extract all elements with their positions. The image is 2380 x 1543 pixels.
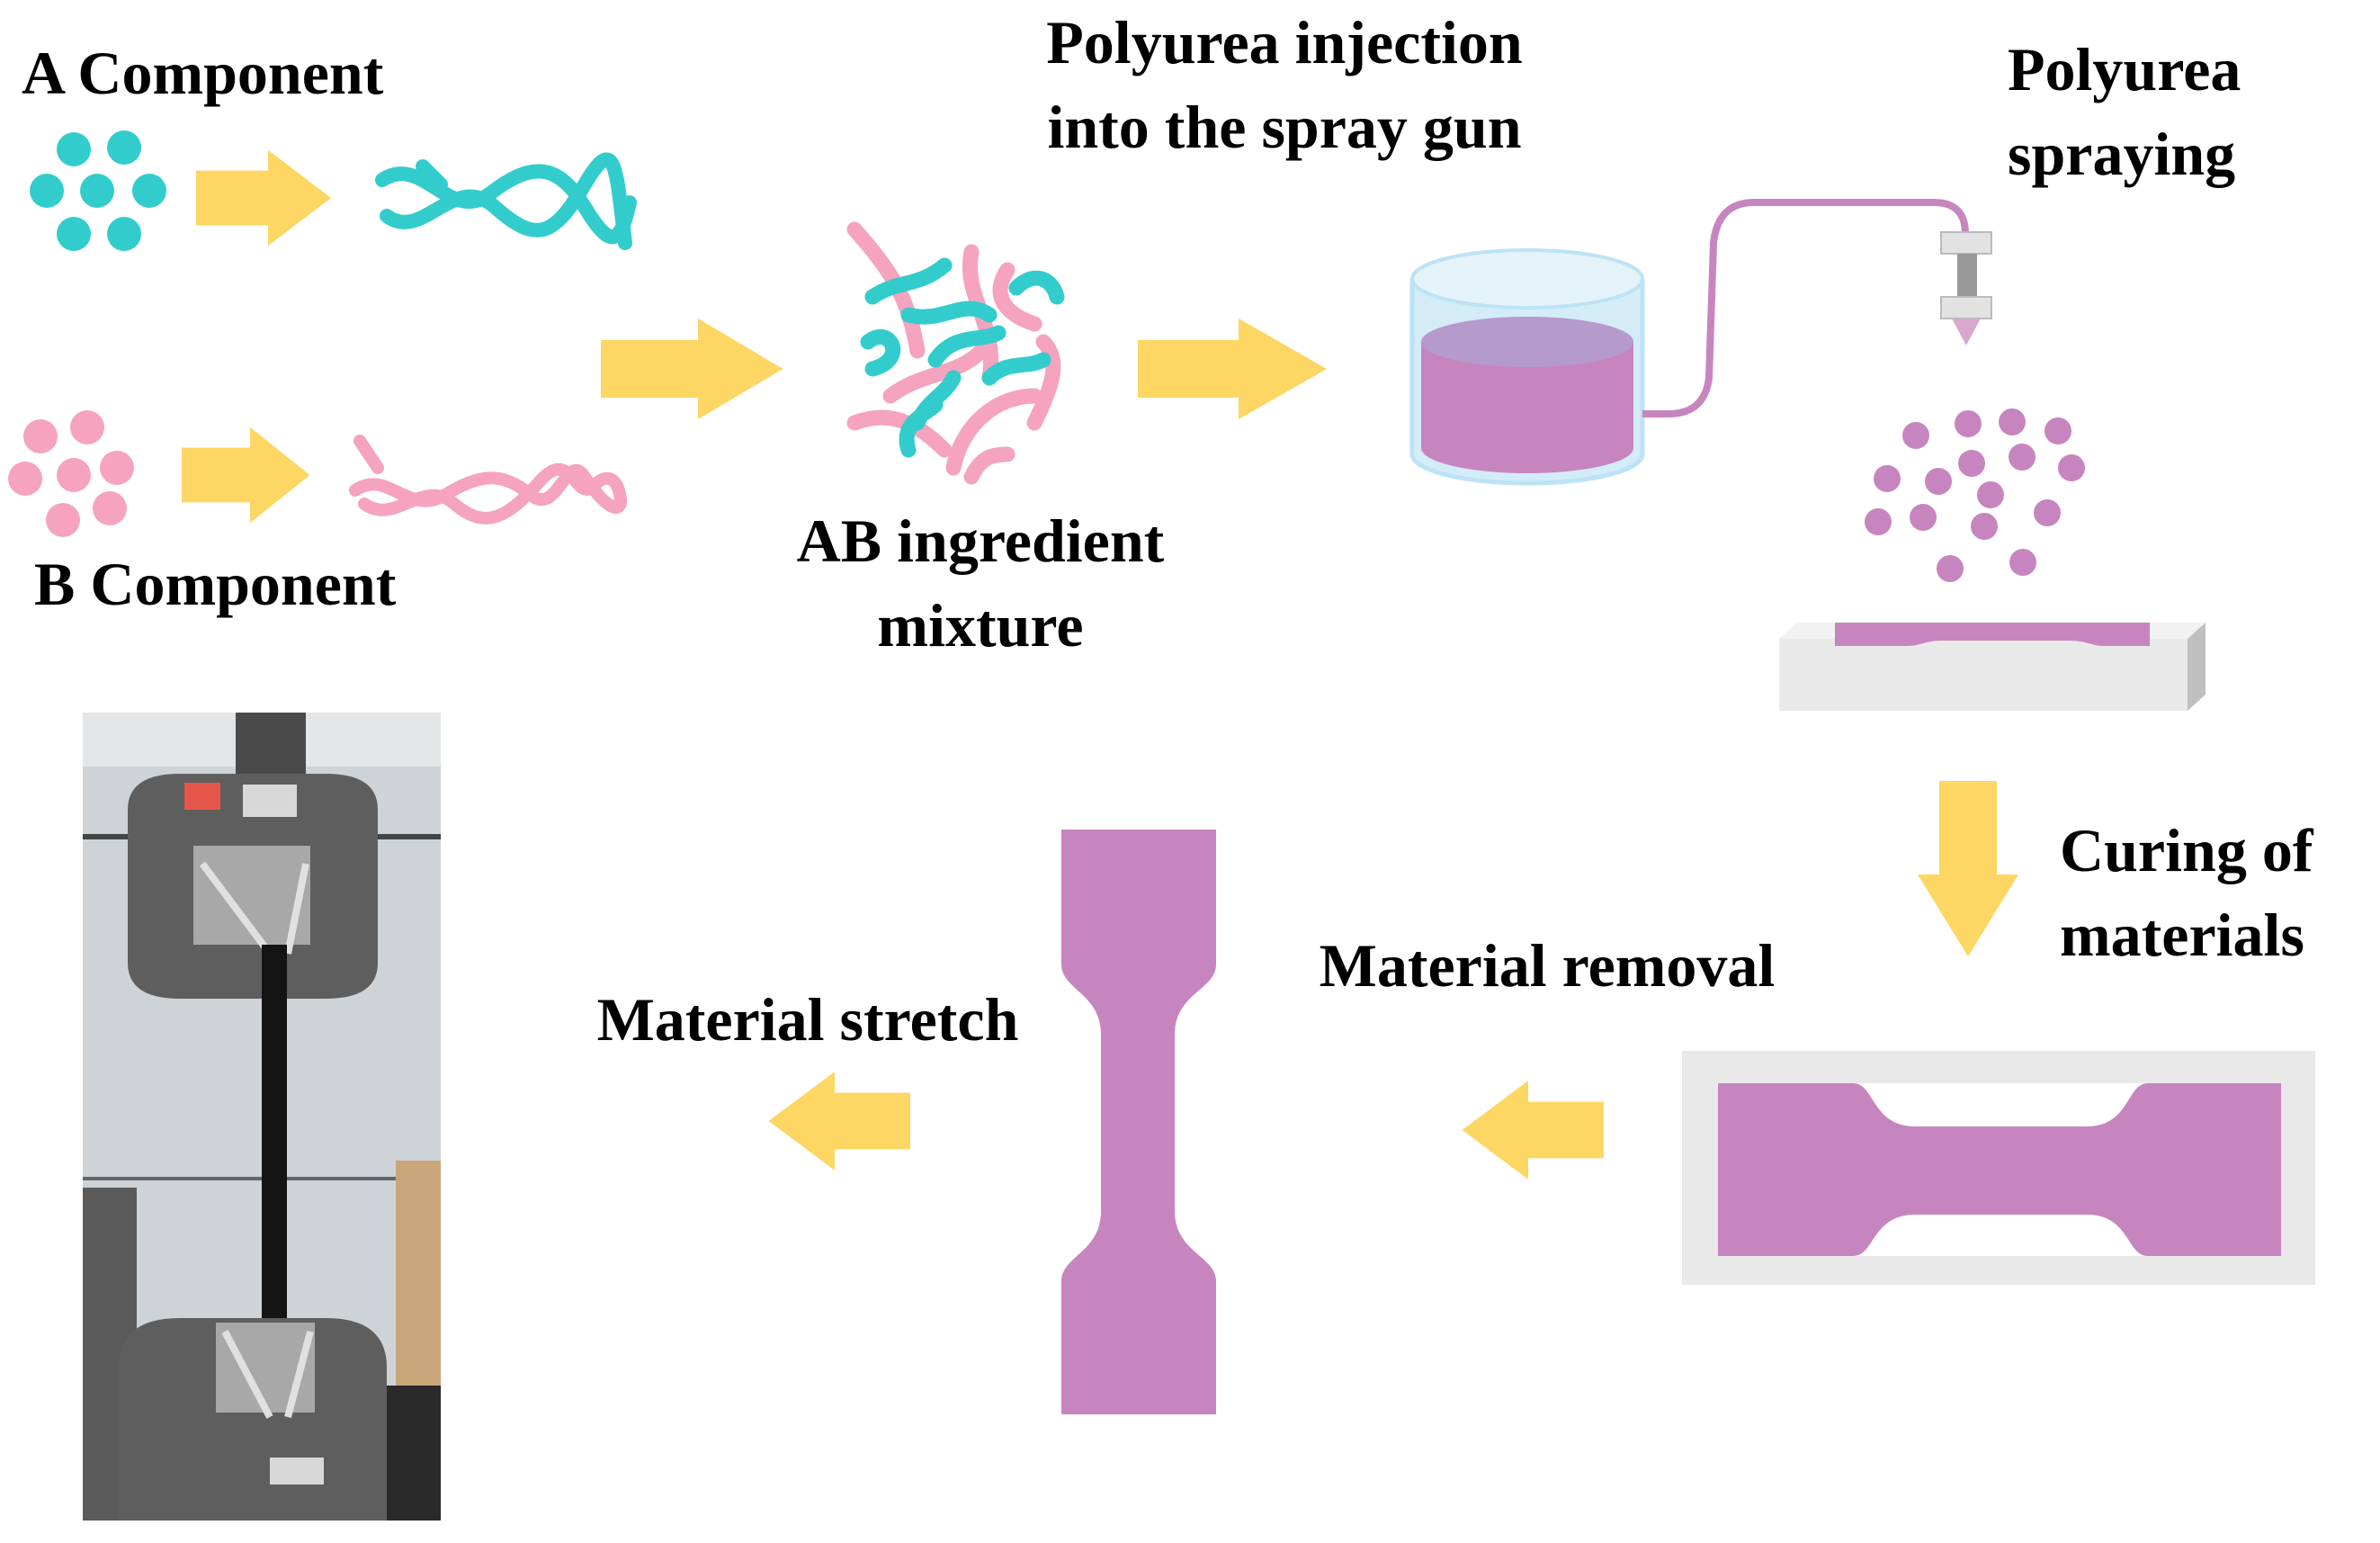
specimen-icon — [1061, 830, 1216, 1414]
sprayed-mold-icon — [1779, 623, 2206, 711]
b-particles-icon — [8, 410, 134, 537]
arrow-b-to-chain — [182, 426, 310, 524]
label-injection-line1: Polyurea injection — [1046, 8, 1522, 76]
hose-icon — [1642, 199, 1969, 417]
label-spraying-line1: Polyurea — [2008, 35, 2241, 103]
mixture-icon — [846, 221, 1065, 485]
label-ab-mixture-line1: AB ingredient — [797, 507, 1165, 575]
a-chain-icon — [375, 152, 637, 250]
arrow-to-container — [1138, 318, 1327, 419]
spray-gun-icon — [1940, 231, 1992, 345]
label-b-component: B Component — [34, 550, 397, 618]
arrow-stretch-left — [768, 1072, 910, 1171]
arrow-a-to-chain — [196, 149, 331, 247]
tensile-test-photo — [83, 713, 441, 1521]
label-material-removal: Material removal — [1320, 931, 1776, 1000]
spray-droplets-icon — [1865, 408, 2085, 582]
cured-mold-icon — [1682, 1051, 2315, 1285]
label-material-stretch: Material stretch — [597, 985, 1019, 1054]
a-particles-icon — [30, 130, 166, 251]
arrow-to-mixture — [601, 318, 783, 419]
label-a-component: A Component — [22, 39, 384, 107]
label-curing-line2: materials — [2060, 901, 2304, 969]
arrow-removal-left — [1462, 1081, 1604, 1180]
arrow-curing-down — [1918, 781, 2018, 956]
label-spraying-line2: spraying — [2008, 120, 2235, 188]
label-ab-mixture-line2: mixture — [877, 591, 1083, 659]
container-icon — [1409, 248, 1645, 486]
b-chain-icon — [349, 435, 627, 525]
label-curing-line1: Curing of — [2060, 816, 2314, 884]
label-injection-line2: into the spray gun — [1047, 93, 1521, 161]
